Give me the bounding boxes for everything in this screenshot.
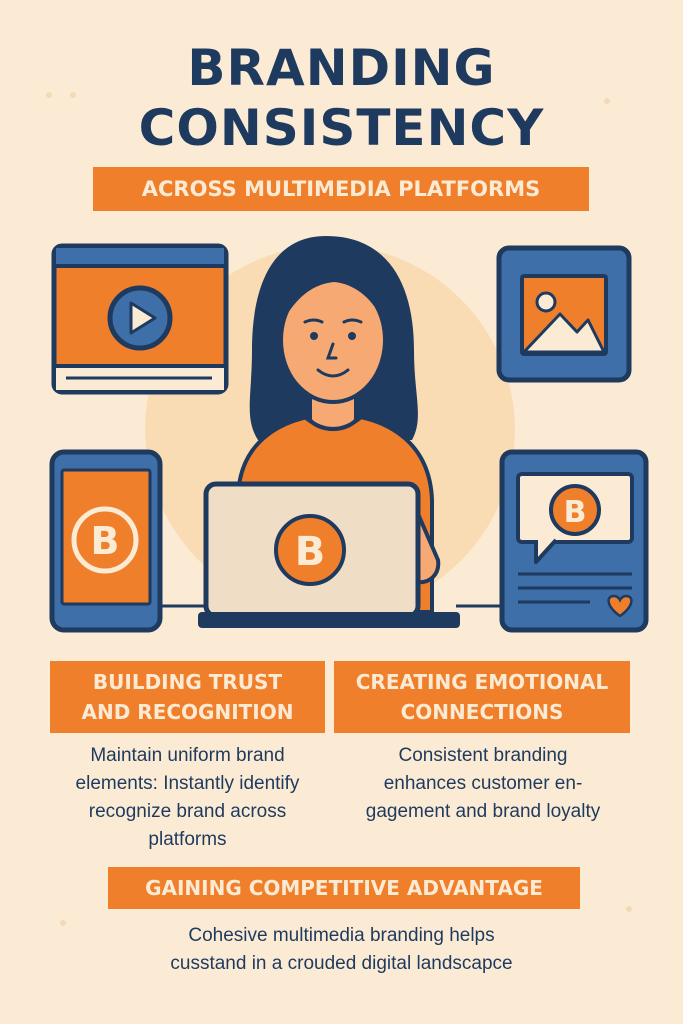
- trust-heading-line1: BUILDING TRUST: [92, 670, 283, 694]
- video-player-icon: [51, 243, 229, 395]
- decor-dot: [46, 92, 52, 98]
- competitive-description: Cohesive multimedia branding helps cusst…: [80, 922, 603, 978]
- emotional-heading-banner: CREATING EMOTIONAL CONNECTIONS: [334, 661, 630, 733]
- emotional-text-line3: gagement and brand loyalty: [365, 801, 601, 822]
- trust-heading-line2: AND RECOGNITION: [81, 700, 294, 724]
- trust-text-line4: platforms: [148, 829, 227, 850]
- trust-text-line2: elements: Instantly identify: [75, 773, 300, 794]
- trust-heading-banner: BUILDING TRUST AND RECOGNITION: [50, 661, 325, 733]
- competitive-heading-banner: GAINING COMPETITIVE ADVANTAGE: [108, 867, 580, 909]
- emotional-description: Consistent branding enhances customer en…: [336, 742, 630, 826]
- trust-description: Maintain uniform brand elements: Instant…: [40, 742, 335, 854]
- decor-dot: [626, 906, 632, 912]
- page-title-line2: CONSISTENCY: [138, 99, 545, 157]
- phone-badge-letter: B: [91, 519, 120, 563]
- social-post-icon: B: [499, 449, 649, 633]
- social-badge-letter: B: [564, 495, 587, 530]
- decor-dot: [70, 92, 76, 98]
- trust-text-line3: recognize brand across: [88, 801, 287, 822]
- smartphone-icon: B: [49, 449, 163, 633]
- emotional-text-line2: enhances customer en-: [383, 773, 583, 794]
- emotional-heading-line1: CREATING EMOTIONAL: [355, 670, 609, 694]
- decor-dot: [604, 98, 610, 104]
- competitive-text-line1: Cohesive multimedia branding helps: [188, 925, 495, 946]
- illustration: B B: [49, 236, 649, 633]
- laptop-icon: B: [198, 481, 460, 628]
- decor-dot: [60, 920, 66, 926]
- emotional-text-line1: Consistent branding: [398, 745, 568, 766]
- subtitle-text: ACROSS MULTIMEDIA PLATFORMS: [141, 177, 541, 201]
- page-title-line1: BRANDING: [187, 39, 496, 97]
- competitive-heading: GAINING COMPETITIVE ADVANTAGE: [145, 876, 543, 900]
- subtitle-banner: ACROSS MULTIMEDIA PLATFORMS: [93, 167, 589, 211]
- emotional-heading-line2: CONNECTIONS: [400, 700, 564, 724]
- laptop-badge-letter: B: [295, 529, 326, 575]
- trust-text-line1: Maintain uniform brand: [90, 745, 285, 766]
- image-frame-icon: [496, 245, 632, 383]
- competitive-text-line2: cusstand in a crouded digital landscapce: [170, 953, 513, 974]
- heart-icon: [607, 594, 633, 618]
